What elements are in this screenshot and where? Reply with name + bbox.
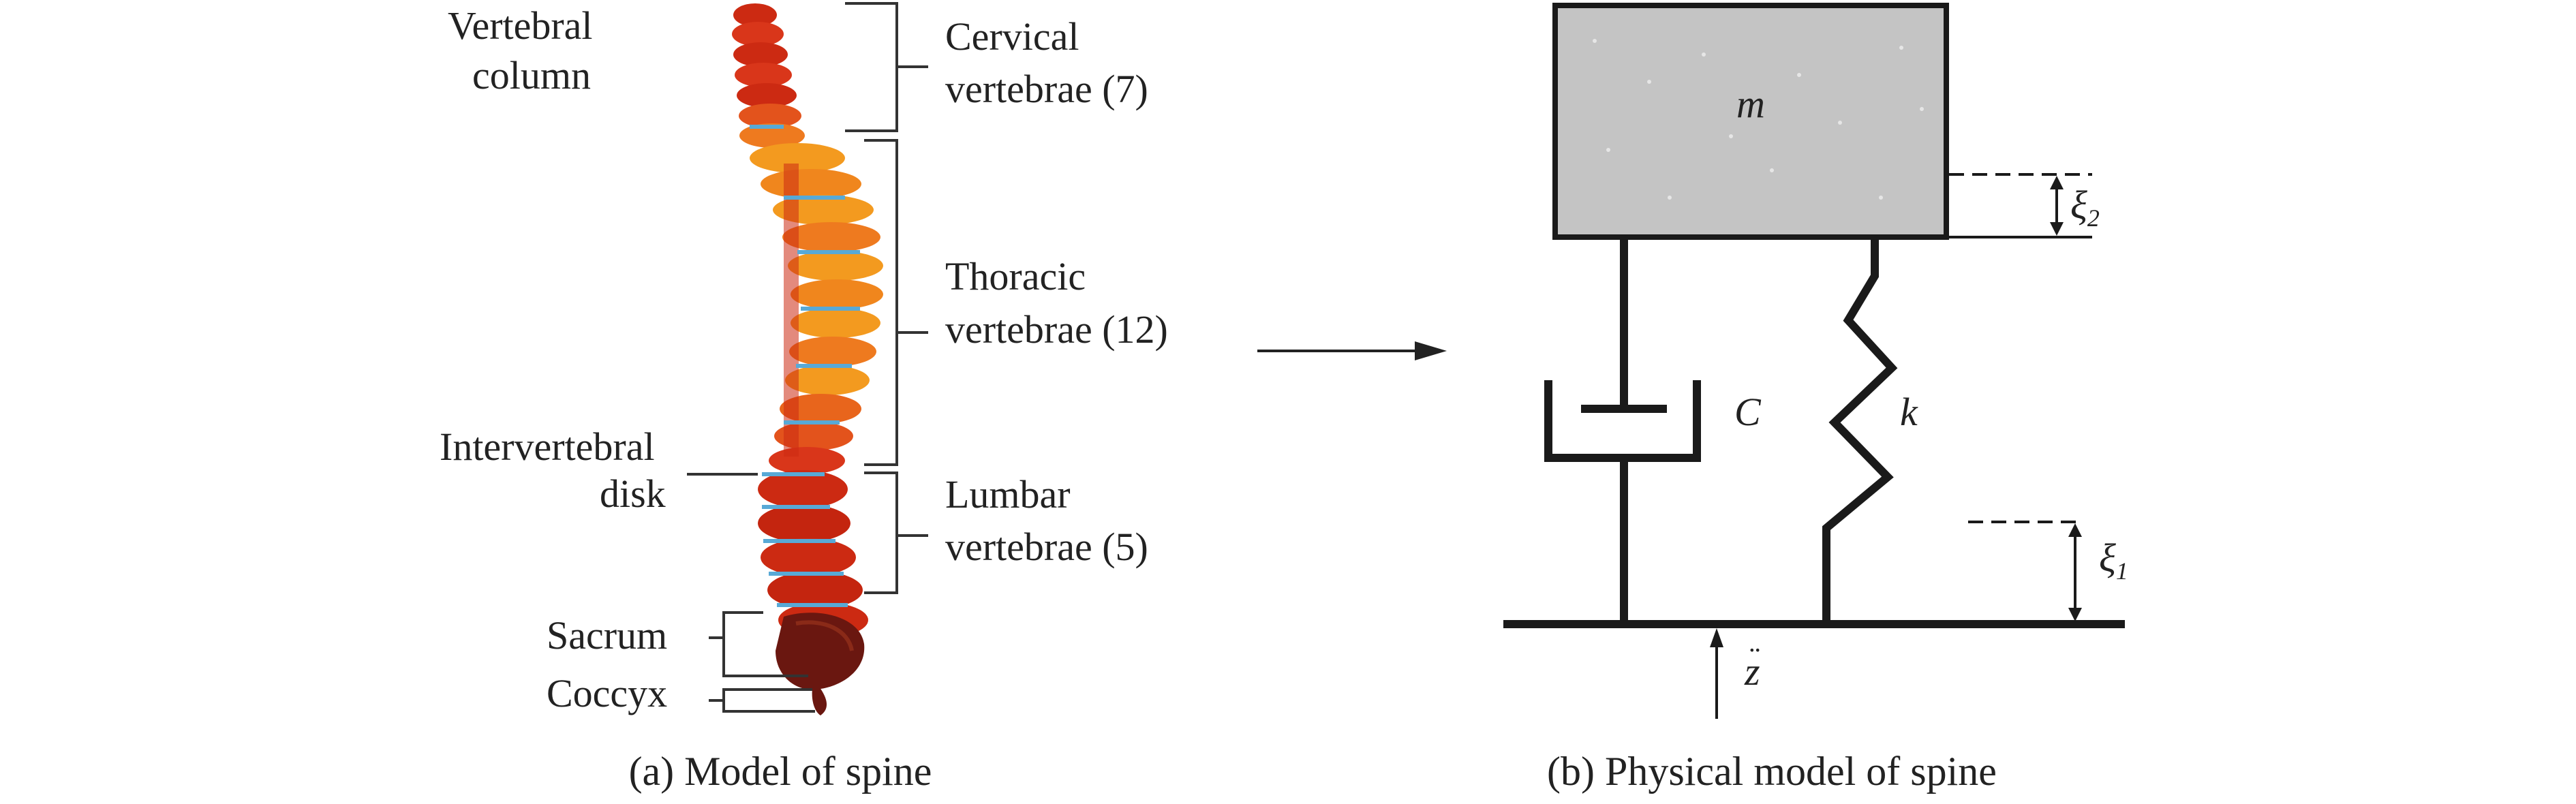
- lumbar-vertebrae-graphic: [758, 470, 868, 638]
- xi1-label: ξ1: [2099, 536, 2128, 585]
- spring: [1822, 237, 1898, 624]
- coccyx-bracket: [722, 688, 815, 713]
- sacrum-label: Sacrum: [547, 613, 667, 658]
- cervical-label-line1: Cervical: [945, 14, 1079, 59]
- accel-dots: ¨: [1749, 640, 1760, 677]
- xi2-label: ξ2: [2070, 183, 2100, 232]
- spine-illustration: [732, 3, 883, 715]
- lumbar-label-line2: vertebrae (5): [945, 525, 1148, 569]
- cervical-label-line2: vertebrae (7): [945, 67, 1148, 111]
- physical-model: m C k ξ2 ξ1 z ¨: [1503, 3, 2128, 719]
- caption-panel-a: (a) Model of spine: [629, 749, 932, 794]
- intervertebral-label-line2: disk: [600, 471, 666, 516]
- lumbar-bracket: [864, 471, 898, 594]
- intervertebral-label-line1: Intervertebral: [440, 424, 655, 469]
- coccyx-graphic: [812, 685, 827, 715]
- thoracic-label-line2: vertebrae (12): [945, 307, 1168, 352]
- vertebral-column-label-line1: Vertebral: [448, 3, 593, 48]
- thoracic-bracket: [864, 139, 898, 466]
- caption-panel-b: (b) Physical model of spine: [1547, 749, 1997, 794]
- transition-arrow: [1257, 341, 1447, 360]
- damper-label: C: [1734, 390, 1762, 434]
- cervical-vertebrae-graphic: [732, 3, 805, 148]
- lumbar-label-line1: Lumbar: [945, 472, 1071, 516]
- spring-label: k: [1900, 390, 1918, 434]
- vertebral-column-label-line2: column: [472, 53, 591, 97]
- sacrum-graphic: [776, 613, 865, 690]
- coccyx-label: Coccyx: [547, 671, 667, 715]
- panel-a-brackets: [687, 2, 928, 713]
- thoracic-vertebrae-graphic: [750, 143, 883, 474]
- sacrum-bracket: [722, 611, 808, 677]
- thoracic-label-line1: Thoracic: [945, 254, 1086, 298]
- mass-label: m: [1736, 82, 1765, 126]
- cervical-bracket: [845, 2, 898, 132]
- mass-texture: [1593, 39, 1924, 200]
- accel-label: z: [1744, 649, 1760, 694]
- intervertebral-disks-graphic: [750, 125, 860, 607]
